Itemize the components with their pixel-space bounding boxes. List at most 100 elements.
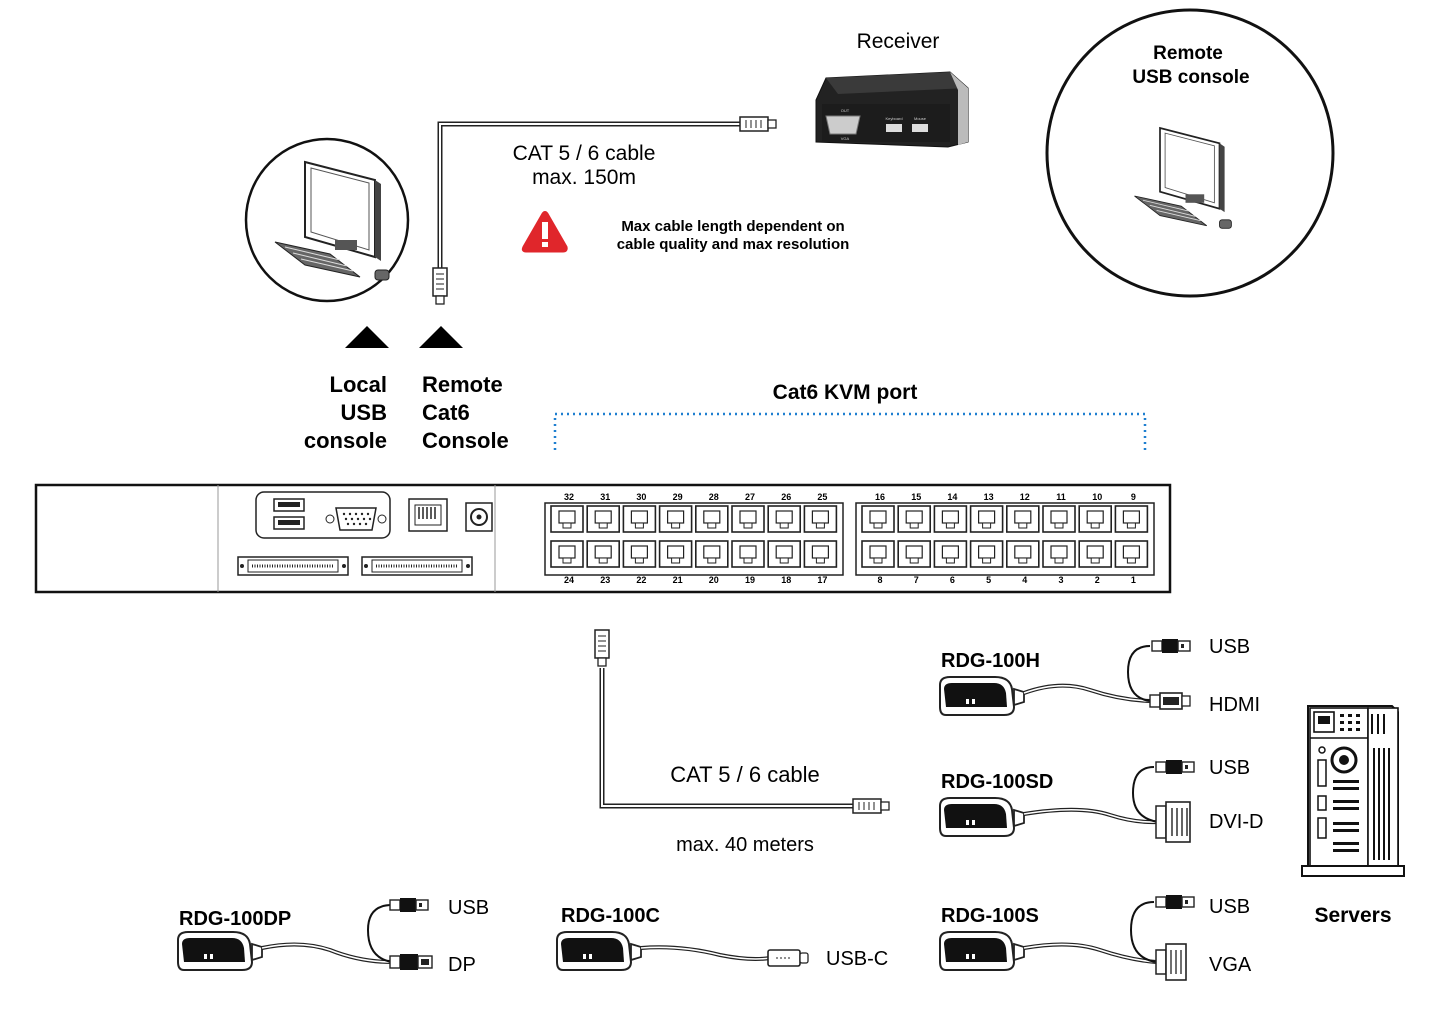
remote-usb-console-label-line2: USB console (1132, 67, 1249, 88)
port-number-label: 2 (1095, 575, 1100, 585)
kvm-switch: 3224312330222921282027192618251716815714… (34, 483, 1172, 594)
port-number-label: 32 (564, 492, 574, 502)
rj45-port-icon (550, 505, 584, 533)
rj45-port-icon (694, 505, 729, 533)
rj45-port-icon (803, 540, 838, 568)
port-number-label: 28 (709, 492, 719, 502)
rj45-port-icon (803, 505, 838, 533)
rj45-port-icon (1042, 540, 1076, 568)
port-number-label: 24 (564, 575, 574, 585)
warning-text-line1: Max cable length dependent on (621, 218, 844, 235)
rj45-port-icon (658, 540, 693, 568)
port-number-label: 31 (600, 492, 610, 502)
remote-console-line3: Console (422, 428, 509, 453)
port-number-label: 9 (1131, 492, 1136, 502)
rdg-100dp-module: RDG-100DP USB DP (177, 897, 489, 976)
receiver-port-out: OUT (841, 108, 850, 113)
dongle-icon (556, 931, 642, 971)
port-number-label: 30 (636, 492, 646, 502)
port-number-label: 4 (1022, 575, 1027, 585)
port-number-label: 13 (984, 492, 994, 502)
port-number-label: 12 (1020, 492, 1030, 502)
rj45-port-icon (1114, 505, 1149, 533)
local-console-line3: console (304, 428, 387, 453)
rdg-100sd-conn2: DVI-D (1209, 811, 1263, 833)
rj45-port-icon (622, 505, 657, 533)
rj45-port-icon (622, 540, 657, 568)
top-cable-length: max. 150m (532, 166, 636, 189)
local-console-line1: Local (330, 372, 387, 397)
vga-port-icon (325, 507, 387, 531)
rj45-port-icon (969, 505, 1004, 533)
rj45-port-icon (897, 540, 932, 568)
rdg-100c-conn1: USB-C (826, 948, 888, 970)
rdg-100s-module: RDG-100S USB VGA (939, 894, 1252, 981)
remote-console-line1: Remote (422, 372, 503, 397)
local-console-line2: USB (341, 400, 387, 425)
usb-plug-icon (1155, 894, 1195, 910)
rdg-100h-conn2: HDMI (1209, 694, 1260, 716)
bottom-cat-cable (594, 629, 890, 814)
daisy-chain-port-icon (237, 556, 349, 576)
rj45-port-icon (694, 540, 729, 568)
rj45-port-icon (933, 505, 968, 533)
rj45-port-icon (897, 505, 932, 533)
hdmi-plug-icon (1149, 692, 1191, 710)
bottom-cable-length: max. 40 meters (676, 834, 814, 856)
rdg-100h-name: RDG-100H (941, 650, 1040, 672)
power-jack-icon (465, 502, 493, 532)
dongle-icon (939, 931, 1025, 971)
kvm-port-bracket (553, 412, 1147, 450)
rj45-port-icon (1005, 505, 1040, 533)
port-number-label: 26 (781, 492, 791, 502)
rdg-100sd-name: RDG-100SD (941, 771, 1053, 793)
rj45-port-icon (1005, 540, 1040, 568)
rdg-100h-module: RDG-100H USB HDMI (939, 636, 1260, 716)
rj45-port-icon (969, 540, 1004, 568)
rj45-port-icon (1042, 505, 1076, 533)
port-number-label: 18 (781, 575, 791, 585)
dongle-icon (939, 797, 1025, 837)
rdg-100c-module: RDG-100C USB-C (556, 905, 888, 971)
port-number-label: 15 (911, 492, 921, 502)
dongle-icon (177, 931, 263, 971)
rdg-100s-conn2: VGA (1209, 954, 1252, 976)
rj45-port-icon (658, 505, 693, 533)
receiver-port-vga: VGA (841, 136, 850, 141)
port-number-label: 8 (877, 575, 882, 585)
dp-plug-icon (389, 954, 433, 970)
warning-text-line2: cable quality and max resolution (617, 236, 850, 253)
receiver-port-keyboard: Keyboard (885, 116, 902, 121)
port-number-label: 29 (673, 492, 683, 502)
servers-label: Servers (1314, 904, 1391, 927)
rj45-port-icon (861, 505, 895, 533)
port-number-label: 22 (636, 575, 646, 585)
remote-cat6-console-label: Remote Cat6 Console (422, 372, 509, 453)
rdg-100h-conn1: USB (1209, 636, 1250, 658)
rdg-100s-name: RDG-100S (941, 905, 1039, 927)
usb-plug-icon (389, 897, 429, 913)
server-tower-icon (1301, 705, 1405, 877)
port-number-label: 21 (673, 575, 683, 585)
receiver-port-mouse: Mouse (914, 116, 927, 121)
rj45-port-icon (586, 505, 621, 533)
rdg-100dp-name: RDG-100DP (179, 908, 291, 930)
remote-console-line2: Cat6 (422, 400, 470, 425)
warning-icon (521, 211, 568, 253)
port-number-label: 20 (709, 575, 719, 585)
remote-console-arrow (419, 326, 463, 348)
rj45-port-icon (1114, 540, 1149, 568)
rdg-100sd-conn1: USB (1209, 757, 1250, 779)
port-number-label: 16 (875, 492, 885, 502)
top-cable-label: CAT 5 / 6 cable (513, 142, 656, 165)
port-number-label: 25 (817, 492, 827, 502)
rj45-port-icon (933, 540, 968, 568)
rdg-100dp-conn1: USB (448, 897, 489, 919)
port-number-label: 6 (950, 575, 955, 585)
console-rj45-port (408, 498, 448, 532)
bottom-cable-label: CAT 5 / 6 cable (670, 762, 820, 787)
rdg-100sd-module: RDG-100SD USB DVI-D (939, 757, 1263, 843)
rj45-port-icon (767, 540, 802, 568)
port-number-label: 14 (947, 492, 957, 502)
daisy-chain-port-icon (361, 556, 473, 576)
